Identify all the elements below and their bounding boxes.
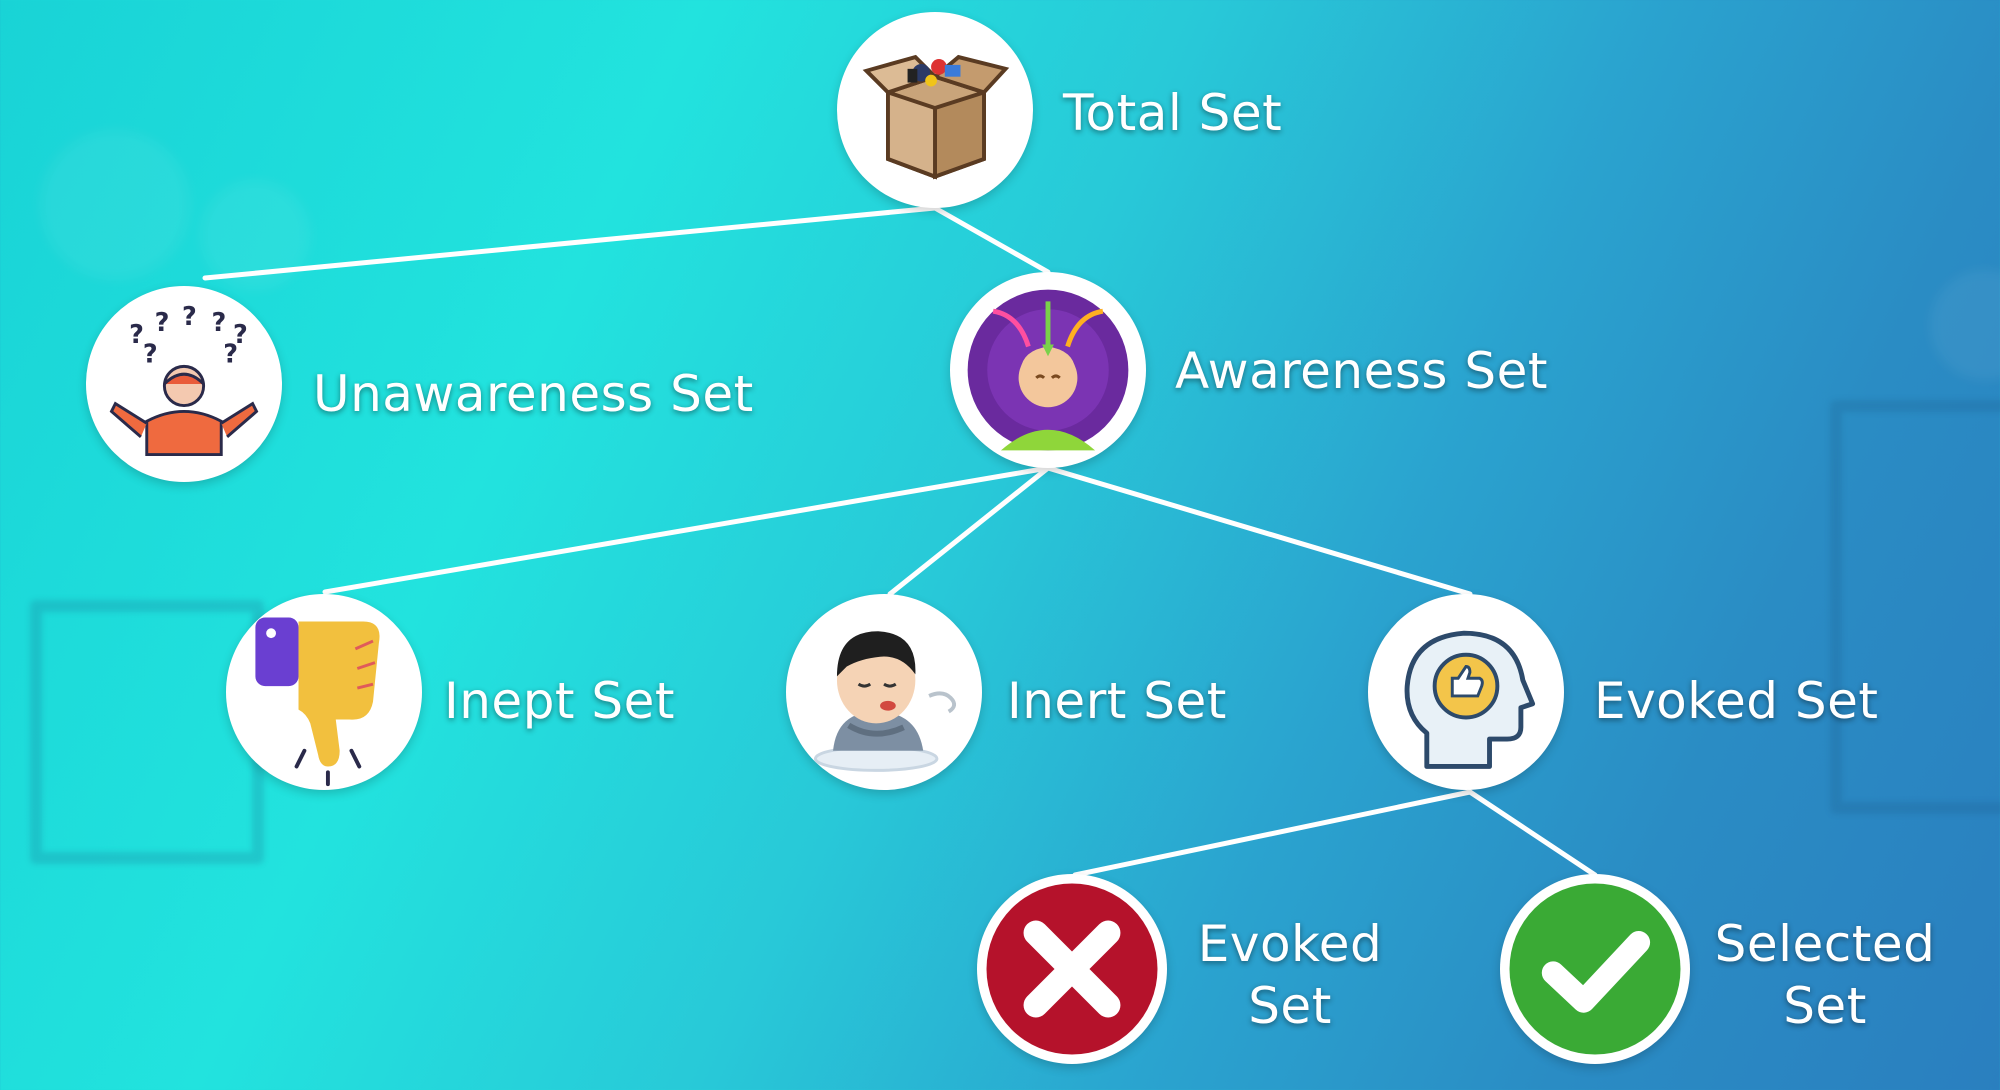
head-thumbs-up-icon	[1404, 630, 1536, 769]
svg-text:?: ?	[211, 308, 226, 338]
node-awareness-set	[950, 272, 1146, 468]
connector-total-unawareness	[202, 205, 938, 281]
red-x-icon	[986, 883, 1158, 1055]
node-total-set	[837, 12, 1033, 208]
open-box-icon	[862, 54, 1010, 180]
svg-text:?: ?	[233, 320, 248, 350]
node-selected-set	[1500, 874, 1690, 1064]
background-blob	[40, 130, 190, 280]
label-unawareness-set: Unawareness Set	[313, 365, 754, 423]
svg-text:?: ?	[155, 308, 170, 338]
label-selected-line1: Selected	[1714, 915, 1936, 973]
connector-total-awareness	[932, 205, 1051, 275]
confused-person-icon: ???? ???	[109, 302, 259, 457]
svg-text:?: ?	[129, 320, 144, 350]
connector-awareness-inept	[322, 465, 1051, 595]
connector-awareness-inert	[887, 465, 1051, 597]
connector-evoked-rejected	[1072, 789, 1473, 878]
node-inept-set	[226, 594, 422, 790]
label-evoked-set: Evoked Set	[1594, 672, 1879, 730]
background-monitor-shape	[1830, 400, 2000, 814]
node-inert-set	[786, 594, 982, 790]
svg-text:?: ?	[143, 339, 158, 369]
thumbs-down-icon	[255, 617, 380, 787]
svg-text:?: ?	[223, 339, 238, 369]
label-evoked-line1: Evoked	[1197, 915, 1383, 973]
label-awareness-set: Awareness Set	[1175, 342, 1548, 400]
label-selected-set: Selected Set	[1700, 913, 1950, 1037]
label-evoked-set-rejected: Evoked Set	[1180, 913, 1400, 1037]
svg-text:?: ?	[182, 302, 197, 332]
label-evoked-line2: Set	[1248, 977, 1332, 1035]
label-inert-set: Inert Set	[1007, 672, 1227, 730]
label-total-set: Total Set	[1063, 84, 1283, 142]
connector-evoked-selected	[1467, 789, 1598, 878]
node-evoked-set	[1368, 594, 1564, 790]
green-check-icon	[1509, 883, 1681, 1055]
node-evoked-set-rejected	[977, 874, 1167, 1064]
label-selected-line2: Set	[1783, 977, 1867, 1035]
person-head-arrows-icon	[967, 289, 1129, 451]
bored-person-icon	[813, 631, 957, 772]
node-unawareness-set: ???? ???	[86, 286, 282, 482]
label-inept-set: Inept Set	[444, 672, 676, 730]
connector-awareness-evoked	[1045, 465, 1473, 597]
